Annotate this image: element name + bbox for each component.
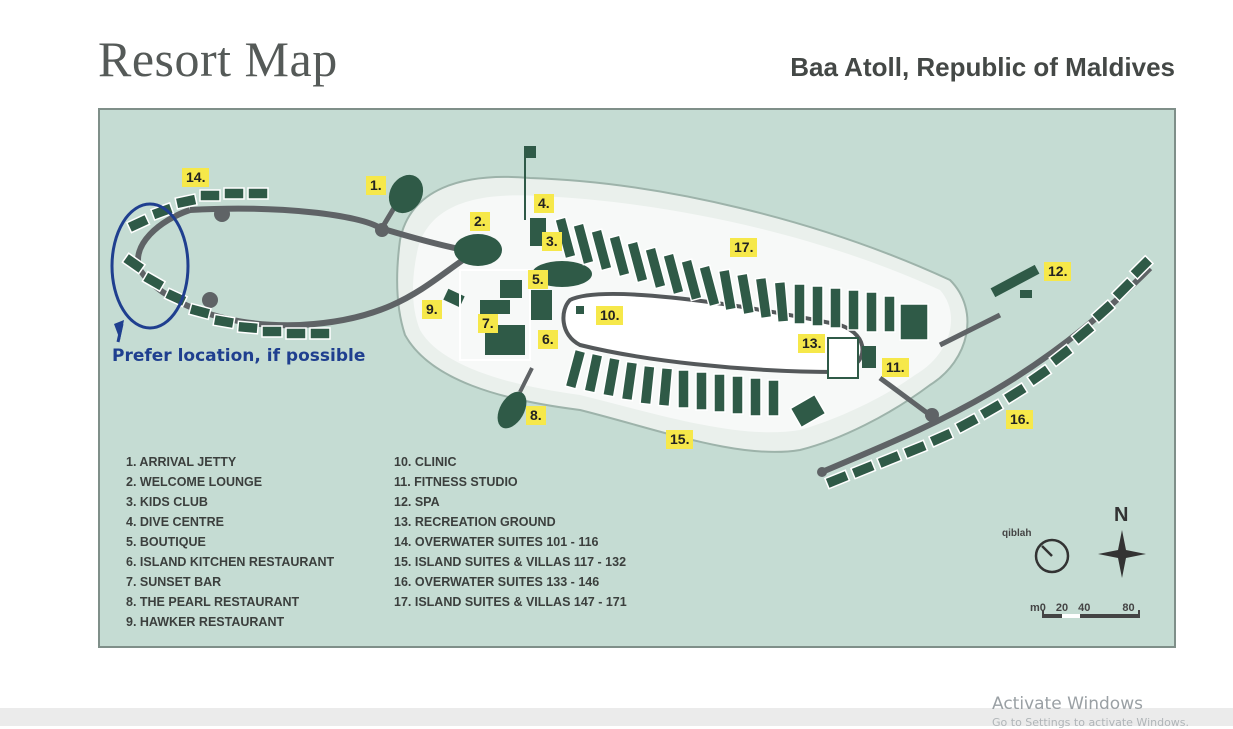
- legend-item: 2. WELCOME LOUNGE: [126, 475, 263, 489]
- preferred-location-note: Prefer location, if possible: [112, 346, 366, 366]
- compass-north-label: N: [1114, 504, 1129, 526]
- map-label-island-suites-17: 17.: [730, 238, 758, 257]
- annotation-arrow-shaft: [116, 323, 124, 343]
- legend-item: 12. SPA: [394, 495, 440, 509]
- map-label-island-kitchen: 6.: [538, 330, 558, 349]
- overwater-suites-14: [121, 187, 331, 340]
- map-label-kids-club: 3.: [542, 232, 562, 251]
- qiblah-dial: [1034, 538, 1070, 574]
- map-label-welcome-lounge: 2.: [470, 212, 490, 231]
- legend-item: 3. KIDS CLUB: [126, 495, 208, 509]
- legend-left: 1. ARRIVAL JETTY 2. WELCOME LOUNGE 3. KI…: [126, 452, 334, 632]
- legend-item: 11. FITNESS STUDIO: [394, 475, 518, 489]
- scale-tick-label: 40: [1078, 602, 1091, 614]
- map-label-clinic: 10.: [596, 306, 624, 325]
- compass-rose: [1098, 530, 1146, 578]
- pearl-restaurant: [497, 391, 527, 429]
- scale-tick-label: 80: [1122, 602, 1135, 614]
- flag: [524, 146, 536, 158]
- island-suites-17: [554, 216, 929, 341]
- legend-item: 17. ISLAND SUITES & VILLAS 147 - 171: [394, 595, 627, 609]
- legend-right: 10. CLINIC 11. FITNESS STUDIO 12. SPA 13…: [394, 452, 627, 612]
- map-label-boutique: 5.: [528, 270, 548, 289]
- map-label-sunset-bar: 7.: [478, 314, 498, 333]
- qiblah-label: qiblah: [1002, 528, 1032, 539]
- sunset-bar-deck: [459, 269, 531, 361]
- location-subtitle: Baa Atoll, Republic of Maldives: [790, 52, 1175, 82]
- scale-labels: m0 20 40 80: [1030, 602, 1145, 614]
- scale-tick-label: m0: [1030, 602, 1046, 614]
- page-title: Resort Map: [98, 31, 338, 87]
- overwater-suites-16: [823, 254, 1155, 490]
- fitness-studio: [862, 346, 876, 368]
- legend-item: 5. BOUTIQUE: [126, 535, 206, 549]
- arrival-jetty: [388, 174, 424, 214]
- activation-watermark: Activate Windows: [992, 694, 1143, 714]
- map-label-island-suites-15: 15.: [666, 430, 694, 449]
- spa: [990, 264, 1040, 298]
- pearl-path: [518, 367, 534, 393]
- qiblah-needle: [1041, 545, 1053, 557]
- map-label-pearl-restaurant: 8.: [526, 406, 546, 425]
- map-label-fitness-studio: 11.: [882, 358, 909, 377]
- map-label-arrival-jetty: 1.: [366, 176, 386, 195]
- map-label-overwater-suites-16: 16.: [1006, 410, 1034, 429]
- spa-path: [938, 312, 1002, 348]
- junction: [817, 467, 827, 477]
- legend-item: 4. DIVE CENTRE: [126, 515, 224, 529]
- arrival-path: [189, 205, 476, 255]
- map-label-recreation-ground: 13.: [798, 334, 826, 353]
- map-label-overwater-suites-14: 14.: [182, 168, 210, 187]
- junction: [202, 292, 218, 308]
- map-drawing: [110, 146, 1155, 618]
- map-label-spa: 12.: [1044, 262, 1072, 281]
- legend-item: 8. THE PEARL RESTAURANT: [126, 595, 300, 609]
- scale-bar: [1042, 610, 1140, 618]
- legend-item: 16. OVERWATER SUITES 133 - 146: [394, 575, 600, 589]
- scale-tick-label: 20: [1055, 602, 1069, 614]
- suites-16-path: [878, 375, 932, 418]
- clinic: [576, 306, 584, 314]
- bottom-bar: [0, 708, 1233, 726]
- legend-item: 7. SUNSET BAR: [126, 575, 222, 589]
- legend-item: 15. ISLAND SUITES & VILLAS 117 - 132: [394, 555, 627, 569]
- activation-watermark-subtitle: Go to Settings to activate Windows.: [992, 716, 1190, 729]
- junction: [375, 223, 389, 237]
- recreation-ground: [827, 337, 859, 379]
- junction: [925, 408, 939, 422]
- island-suites-15: [564, 348, 827, 429]
- map-label-dive-centre: 4.: [534, 194, 554, 213]
- legend-item: 14. OVERWATER SUITES 101 - 116: [394, 535, 599, 549]
- legend-item: 1. ARRIVAL JETTY: [126, 455, 237, 469]
- legend-item: 13. RECREATION GROUND: [394, 515, 556, 529]
- preferred-location-circle: [110, 202, 190, 330]
- map-label-hawker-restaurant: 9.: [422, 300, 442, 319]
- junction: [214, 206, 230, 222]
- legend-item: 10. CLINIC: [394, 455, 457, 469]
- resort-map: 1. 2. 3. 4. 5. 6. 7. 8. 9. 10. 11. 12. 1…: [98, 108, 1176, 648]
- welcome-lounge: [454, 234, 502, 266]
- legend-item: 6. ISLAND KITCHEN RESTAURANT: [126, 555, 335, 569]
- legend-item: 9. HAWKER RESTAURANT: [126, 615, 285, 629]
